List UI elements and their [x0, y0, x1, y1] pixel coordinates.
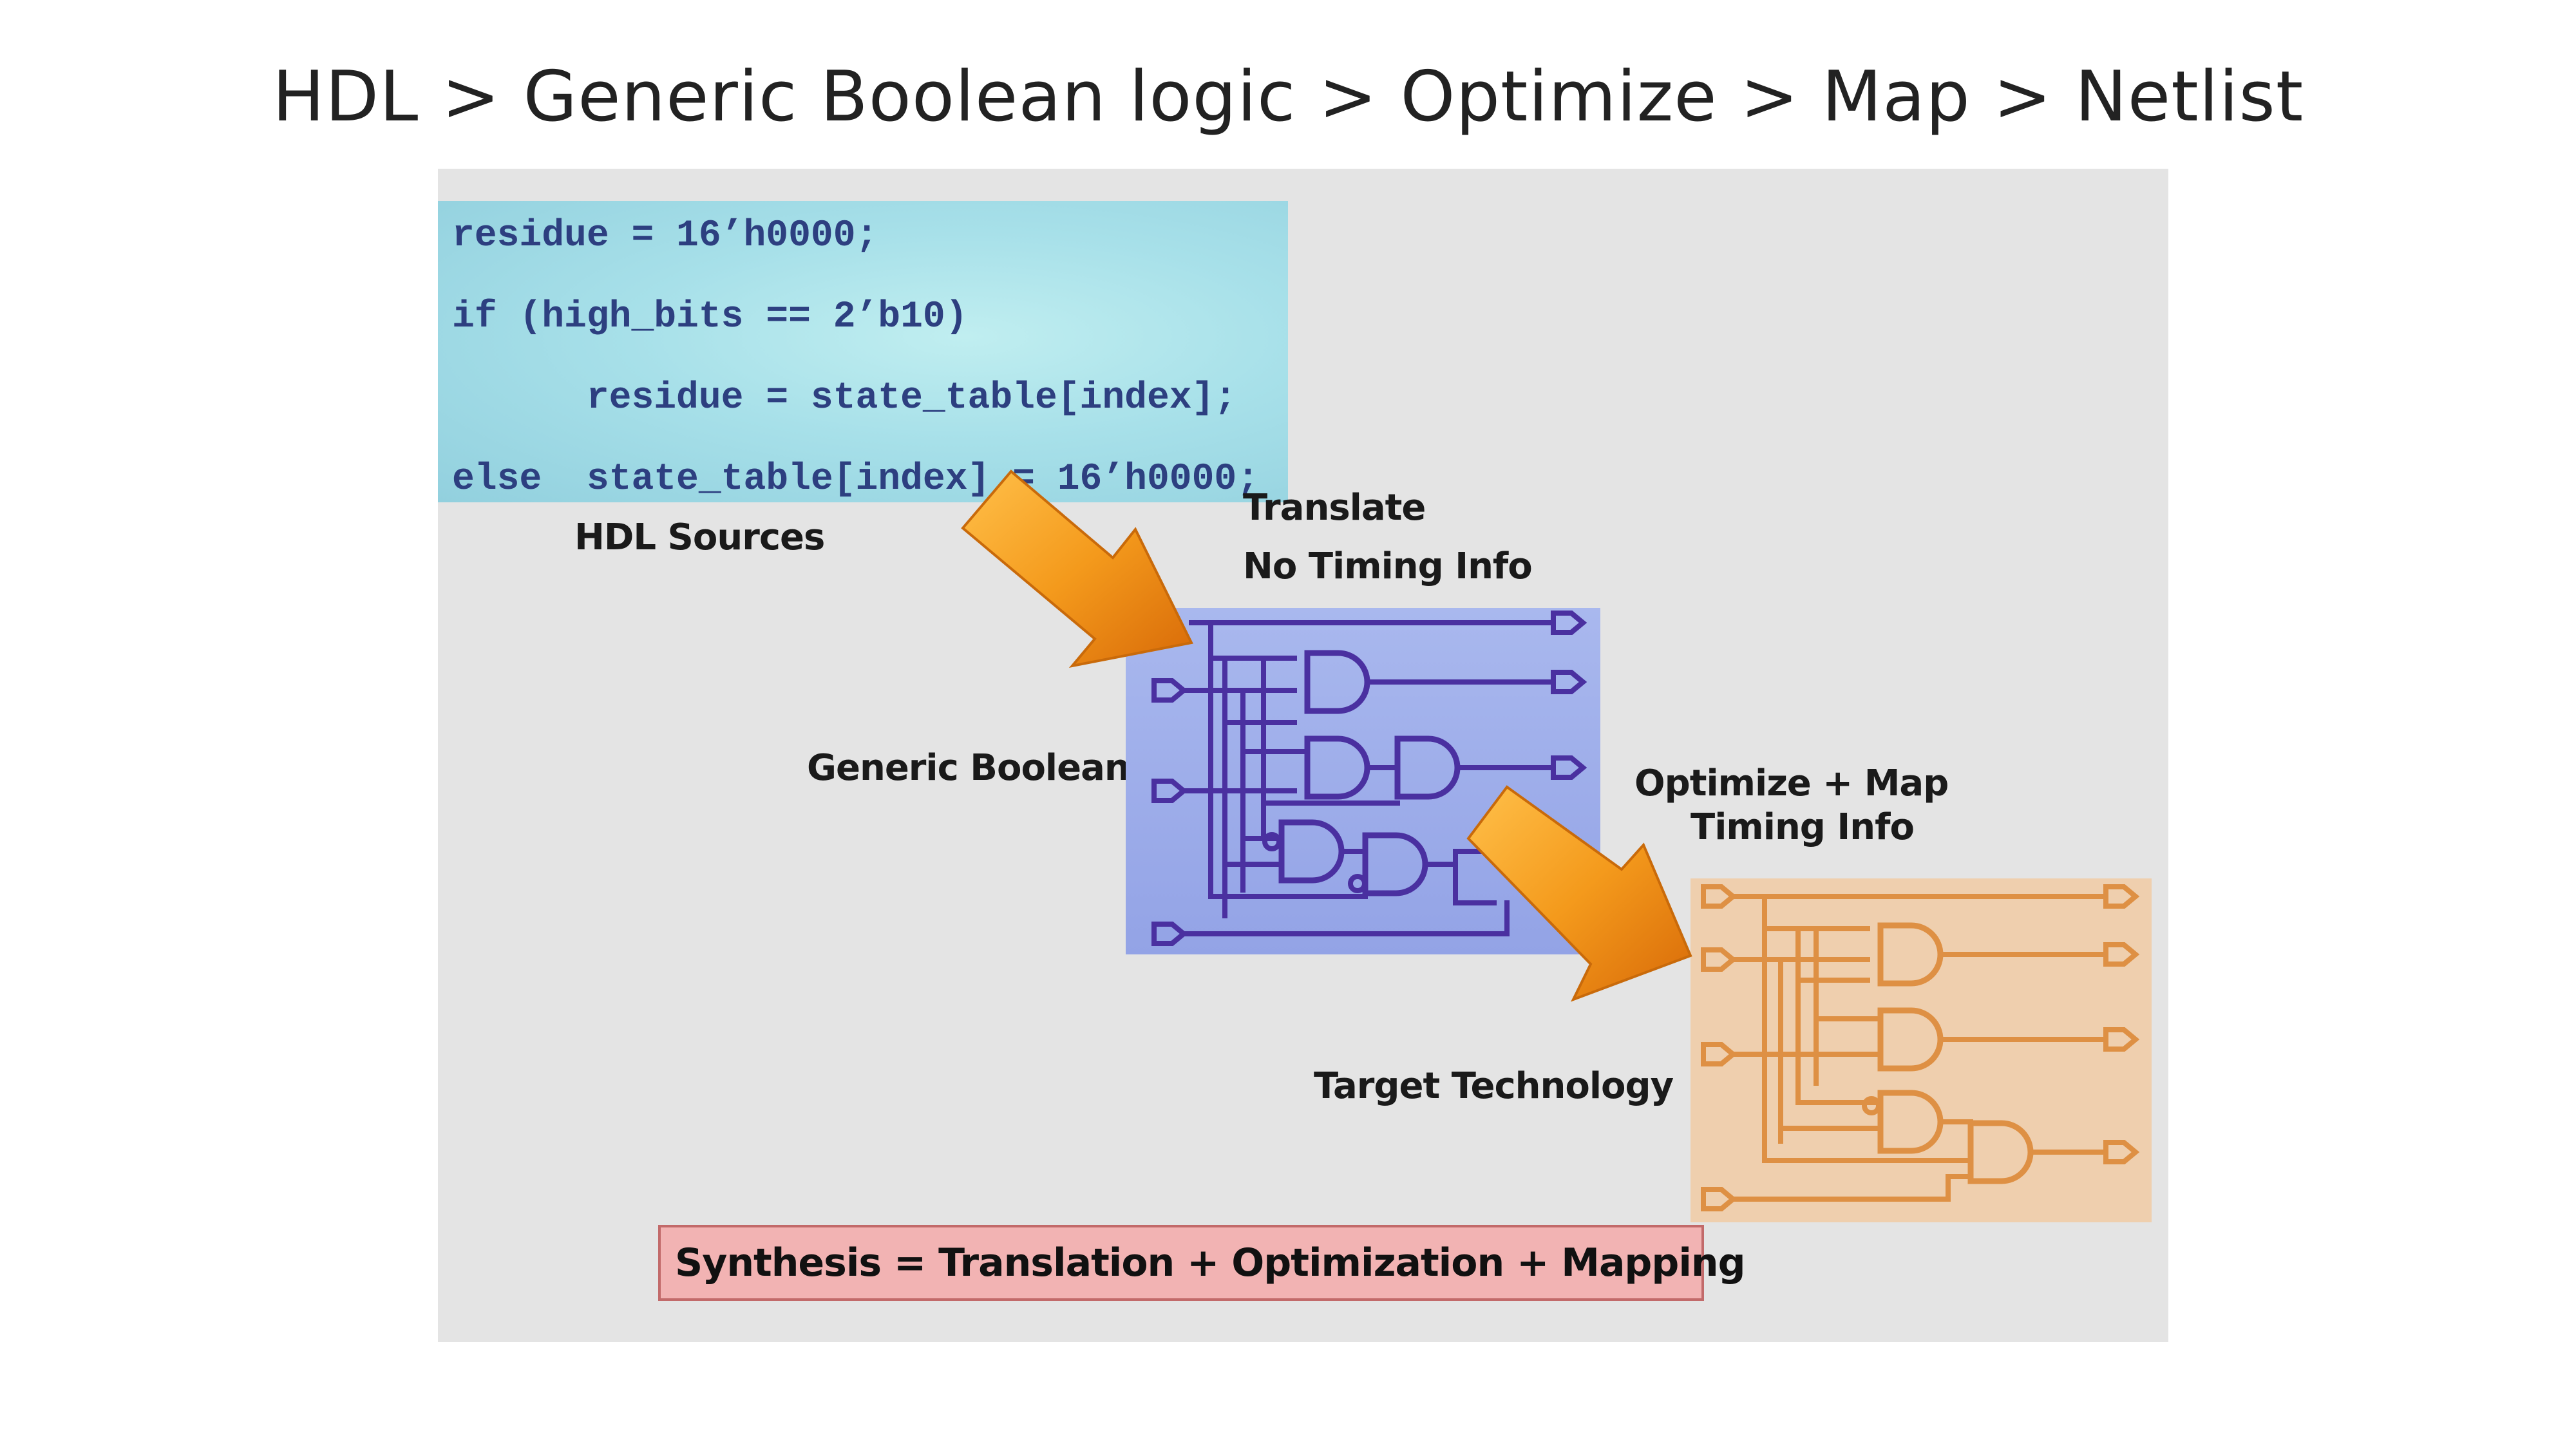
optimize-map-arrow [1466, 785, 1692, 1002]
target-technology-label: Target Technology [1314, 1065, 1674, 1107]
generic-boolean-circuit [1154, 613, 1583, 943]
hdl-sources-label: HDL Sources [574, 516, 825, 558]
code-line-3: residue = state_table[index]; [452, 377, 1237, 419]
target-technology-box [1690, 878, 2152, 1222]
diagram-slide: residue = 16’h0000; if (high_bits == 2’b… [438, 169, 2168, 1342]
hdl-code-box: residue = 16’h0000; if (high_bits == 2’b… [438, 201, 1288, 502]
code-line-1: residue = 16’h0000; [452, 215, 878, 257]
circuit-diagrams [961, 469, 2168, 1342]
timing-info-label: Timing Info [1690, 806, 1915, 848]
no-timing-info-label: No Timing Info [1243, 545, 1533, 587]
page-title: HDL > Generic Boolean logic > Optimize >… [272, 57, 2304, 137]
target-technology-circuit [1703, 887, 2136, 1209]
translate-label: Translate [1243, 487, 1426, 529]
code-line-2: if (high_bits == 2’b10) [452, 296, 968, 338]
synthesis-formula: Synthesis = Translation + Optimization +… [658, 1225, 1746, 1301]
generic-boolean-label: Generic Boolean [807, 747, 1130, 789]
code-line-4: else state_table[index] = 16’h0000; [452, 459, 1260, 500]
translate-arrow [961, 469, 1193, 668]
optimize-map-label: Optimize + Map [1634, 762, 1949, 804]
